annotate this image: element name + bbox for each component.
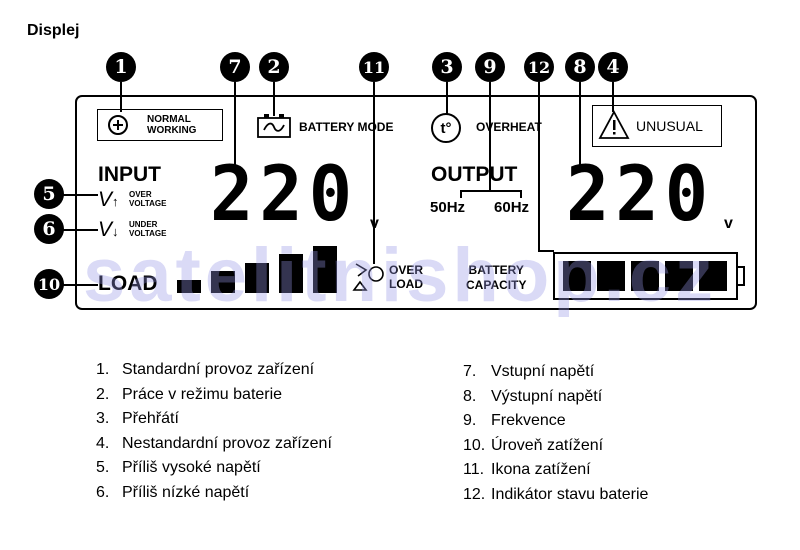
callout-line-8 (579, 82, 581, 172)
callout-line-1 (120, 82, 122, 112)
load-level-bar-5 (313, 246, 337, 293)
legend-item: 8.Výstupní napětí (463, 387, 603, 405)
battery-terminal (737, 266, 745, 286)
load-level-bar-2 (211, 271, 235, 293)
unusual-indicator (592, 105, 722, 147)
marker-11: 11 (359, 52, 389, 82)
callout-line-12 (538, 82, 540, 252)
battery-cell-5 (699, 261, 727, 291)
legend-item: 10.Úroveň zatížení (463, 436, 604, 454)
legend-item: 4.Nestandardní provoz zařízení (96, 434, 332, 452)
legend-left: 1.Standardní provoz zařízení 2.Práce v r… (96, 358, 332, 505)
unusual-label: UNUSUAL (636, 118, 703, 134)
callout-line-10 (60, 284, 98, 286)
battery-cell-4 (665, 261, 693, 291)
callout-line-12-foot (538, 250, 554, 252)
marker-8: 8 (565, 52, 595, 82)
input-label: INPUT (98, 163, 161, 186)
battery-cell-1 (563, 261, 591, 291)
output-label: OUTPUT (431, 163, 518, 186)
battery-capacity-indicator (553, 252, 738, 300)
callout-line-5 (60, 194, 98, 196)
output-voltage-display: 220 (566, 149, 715, 239)
marker-10: 10 (34, 269, 64, 299)
overheat-label: OVERHEAT (476, 120, 542, 134)
legend-item: 12.Indikátor stavu baterie (463, 485, 649, 503)
legend-item: 11.Ikona zatížení (463, 461, 591, 478)
battery-mode-label: BATTERY MODE (299, 120, 394, 134)
lcd-panel (75, 95, 757, 310)
callout-line-6 (60, 229, 98, 231)
frequency-bracket (460, 190, 522, 192)
over-voltage-icon: V↑ (98, 188, 119, 211)
battery-cell-2 (597, 261, 625, 291)
marker-7: 7 (220, 52, 250, 82)
marker-5: 5 (34, 179, 64, 209)
overload-icon (352, 263, 384, 291)
load-level-bar-3 (245, 263, 269, 293)
marker-2: 2 (259, 52, 289, 82)
under-voltage-label: UNDER VOLTAGE (129, 220, 167, 238)
load-label: LOAD (98, 272, 158, 295)
warning-icon (598, 110, 630, 139)
output-voltage-unit: v (724, 215, 733, 232)
callout-line-2 (273, 82, 275, 116)
frequency-60hz: 60Hz (494, 199, 530, 216)
battery-cell-3 (631, 261, 659, 291)
page-title: Displej (27, 22, 80, 39)
callout-line-4 (612, 82, 614, 112)
legend-item: 3.Přehřátí (96, 410, 179, 427)
load-level-bar-4 (279, 254, 303, 293)
frequency-50hz: 50Hz (430, 199, 466, 216)
battery-capacity-label: BATTERY CAPACITY (466, 263, 527, 292)
callout-line-3 (446, 82, 448, 114)
battery-icon (257, 114, 291, 138)
marker-3: 3 (432, 52, 462, 82)
callout-line-9 (489, 82, 491, 192)
legend-right: 7.Vstupní napětí 8.Výstupní napětí 9.Fre… (463, 360, 648, 507)
callout-line-7 (234, 82, 236, 172)
plus-circle-icon (108, 115, 128, 135)
legend-item: 6.Příliš nízké napětí (96, 483, 250, 501)
legend-item: 7.Vstupní napětí (463, 363, 595, 380)
marker-1: 1 (106, 52, 136, 82)
frequency-bracket-left (460, 190, 462, 198)
marker-4: 4 (598, 52, 628, 82)
load-level-bar-1 (177, 280, 201, 293)
legend-item: 1.Standardní provoz zařízení (96, 361, 315, 378)
marker-12: 12 (524, 52, 554, 82)
overload-label: OVER LOAD (389, 263, 424, 291)
marker-6: 6 (34, 214, 64, 244)
marker-9: 9 (475, 52, 505, 82)
normal-working-indicator (97, 109, 223, 141)
legend-item: 9.Frekvence (463, 412, 566, 429)
callout-line-11 (373, 82, 375, 264)
over-voltage-label: OVER VOLTAGE (129, 190, 167, 208)
input-voltage-display: 220 (210, 149, 359, 239)
under-voltage-icon: V↓ (98, 218, 119, 241)
normal-working-label: NORMAL WORKING (147, 114, 197, 136)
frequency-bracket-right (520, 190, 522, 198)
legend-item: 2.Práce v režimu baterie (96, 385, 283, 403)
legend-item: 5.Příliš vysoké napětí (96, 459, 261, 476)
thermometer-icon: t° (431, 113, 461, 143)
